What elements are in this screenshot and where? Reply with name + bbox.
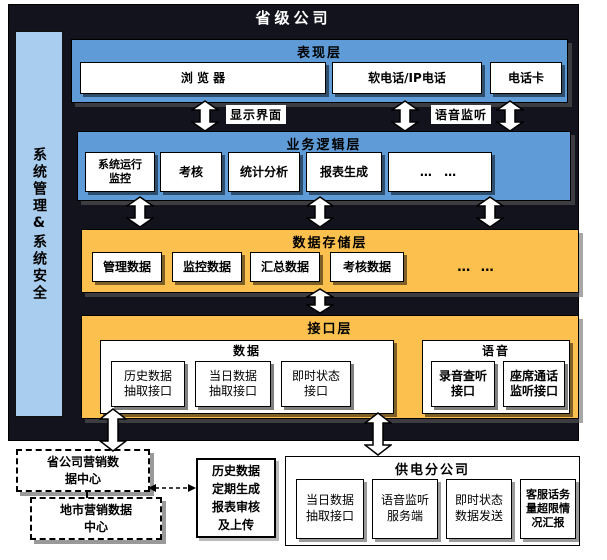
system-monitor-box: 系统运行 监控: [85, 152, 155, 192]
history-extract-interface-box: 历史数据 抽取接口: [111, 361, 185, 407]
data-storage-layer: 数据存储层 管理数据 监控数据 汇总数据 考核数据 … …: [81, 229, 579, 293]
branch-daily-extract-box: 当日数据 抽取接口: [296, 479, 364, 539]
display-interface-label: 显示界面: [226, 105, 287, 124]
softphone-box: 软电话/IP电话: [332, 62, 482, 94]
data-interface-group: 数据 历史数据 抽取接口 当日数据 抽取接口 即时状态 接口: [100, 340, 394, 414]
management-data-box: 管理数据: [92, 252, 162, 282]
monitoring-data-box: 监控数据: [172, 252, 242, 282]
statistics-box: 统计分析: [228, 152, 300, 192]
voice-interface-group-title: 语音: [481, 344, 510, 358]
dashed-arrow-icon: [148, 484, 196, 492]
daily-extract-interface-box: 当日数据 抽取接口: [195, 361, 271, 407]
assessment-box: 考核: [160, 152, 222, 192]
interface-layer: 接口层 数据 历史数据 抽取接口 当日数据 抽取接口 即时状态 接口 语音 录音…: [81, 315, 579, 419]
double-arrow-icon: [191, 100, 219, 132]
branch-company-box: 供电分公司 当日数据 抽取接口 语音监听 服务端 即时状态 数据发送 客服话务 …: [285, 456, 580, 546]
data-storage-layer-title: 数据存储层: [292, 236, 368, 251]
agent-call-monitor-interface-box: 座席通话 监听接口: [503, 361, 565, 407]
voice-interface-group: 语音 录音查听 接口 座席通话 监听接口: [422, 340, 570, 414]
realtime-status-interface-box: 即时状态 接口: [281, 361, 351, 407]
double-arrow-icon: [476, 196, 504, 228]
branch-company-title: 供电分公司: [394, 463, 470, 478]
double-arrow-icon: [306, 288, 334, 314]
interface-layer-title: 接口层: [307, 322, 353, 337]
presentation-layer-title: 表现层: [296, 46, 342, 61]
system-management-sidebar: 系统管理&系统安全: [15, 31, 63, 417]
double-arrow-icon: [99, 408, 127, 452]
voice-monitor-label: 语音监听: [431, 105, 492, 124]
storage-ellipsis: … …: [457, 259, 497, 275]
dashed-connector-line: [86, 491, 88, 498]
phone-card-box: 电话卡: [490, 62, 562, 94]
double-arrow-icon: [126, 196, 154, 228]
business-logic-layer: 业务逻辑层 系统运行 监控 考核 统计分析 报表生成 … …: [77, 131, 571, 201]
provincial-company-container: 省级公司 系统管理&系统安全 表现层 浏 览 器 软电话/IP电话 电话卡 业务…: [8, 4, 579, 441]
report-flow-box: 历史数据 定期生成 报表审核 及上传: [196, 458, 276, 538]
business-logic-layer-title: 业务逻辑层: [286, 138, 362, 153]
city-marketing-center-box: 地市营销数据 中心: [30, 497, 162, 540]
assessment-data-box: 考核数据: [330, 252, 404, 282]
double-arrow-icon: [364, 412, 392, 456]
data-interface-group-title: 数据: [232, 344, 261, 358]
summary-data-box: 汇总数据: [250, 252, 320, 282]
report-generation-box: 报表生成: [306, 152, 382, 192]
sidebar-label: 系统管理&系统安全: [31, 146, 47, 302]
double-arrow-icon: [391, 100, 419, 132]
provincial-company-title: 省级公司: [255, 9, 332, 27]
double-arrow-icon: [306, 196, 334, 228]
branch-voice-monitor-server-box: 语音监听 服务端: [372, 479, 438, 539]
presentation-layer: 表现层 浏 览 器 软电话/IP电话 电话卡: [71, 39, 568, 103]
provincial-marketing-center-box: 省公司营销数 据中心: [16, 449, 150, 492]
browser-box: 浏 览 器: [80, 62, 326, 94]
double-arrow-icon: [496, 100, 524, 132]
branch-realtime-send-box: 即时状态 数据发送: [446, 479, 512, 539]
branch-service-overlimit-box: 客服话务 量超限情 况汇报: [520, 479, 576, 539]
business-ellipsis-box: … …: [388, 152, 492, 192]
recording-query-interface-box: 录音查听 接口: [431, 361, 495, 407]
